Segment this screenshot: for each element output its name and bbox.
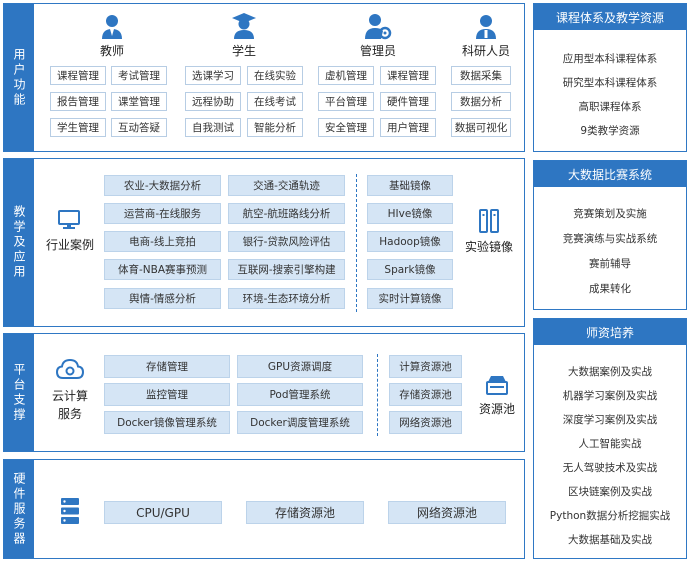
student-item: 在线实验 [247, 66, 303, 85]
teacher-item: 课程管理 [50, 66, 106, 85]
teaching-divider [356, 174, 357, 312]
industry-case: 舆情-情感分析 [104, 288, 221, 309]
admin-item: 平台管理 [318, 92, 374, 111]
industry-case: 互联网-搜索引擎构建 [228, 259, 345, 280]
panel-item: 赛前辅导 [589, 258, 631, 270]
platform-service: 监控管理 [104, 383, 230, 406]
cloud-label-1: 云计算 [51, 389, 88, 403]
resource-pool-label: 资源池 [478, 402, 515, 416]
student-item: 智能分析 [247, 118, 303, 137]
panel-item: 应用型本科课程体系 [562, 53, 658, 65]
mirror-item: 基础镜像 [367, 175, 453, 196]
panel-item: 成果转化 [589, 283, 631, 295]
panel-title: 课程体系及教学资源 [534, 4, 686, 30]
panel-item: 机器学习案例及实战 [562, 390, 658, 402]
resource-pool-item: 存储资源池 [389, 383, 462, 406]
role-title-researcher: 科研人员 [461, 44, 510, 58]
student-item: 自我测试 [185, 118, 241, 137]
industry-case: 环境-生态环境分析 [228, 288, 345, 309]
role-title-admin: 管理员 [359, 44, 396, 58]
panel-title: 大数据比赛系统 [534, 161, 686, 187]
panel-item: 竞赛策划及实施 [573, 208, 647, 220]
admin-item: 虚机管理 [318, 66, 374, 85]
band-label-hardware: 硬件服务器 [4, 460, 34, 558]
teacher-item: 学生管理 [50, 118, 106, 137]
resource-pool-item: 计算资源池 [389, 355, 462, 378]
mirror-item: HIve镜像 [367, 203, 453, 224]
panel-item: 高职课程体系 [578, 101, 642, 113]
panel-course-system: 课程体系及教学资源 应用型本科课程体系 研究型本科课程体系 高职课程体系 9类教… [533, 3, 687, 152]
panel-item: 区块链案例及实战 [568, 486, 652, 498]
platform-service: 存储管理 [104, 355, 230, 378]
industry-case-label: 行业案例 [45, 238, 94, 252]
researcher-item: 数据分析 [451, 92, 511, 111]
panel-item: 深度学习案例及实战 [562, 414, 658, 426]
mirror-item: Spark镜像 [367, 259, 453, 280]
researcher-item: 数据采集 [451, 66, 511, 85]
industry-case: 电商-线上竞拍 [104, 231, 221, 252]
resource-pool-icon [485, 374, 509, 396]
industry-case: 运营商-在线服务 [104, 203, 221, 224]
researcher-icon [474, 14, 498, 40]
panel-item: 大数据基础及实战 [568, 534, 652, 546]
researcher-item: 数据可视化 [451, 118, 511, 137]
admin-item: 课程管理 [380, 66, 436, 85]
admin-item: 用户管理 [380, 118, 436, 137]
industry-case: 航空-航班路线分析 [228, 203, 345, 224]
industry-case: 农业-大数据分析 [104, 175, 221, 196]
panel-item: 研究型本科课程体系 [562, 77, 658, 89]
panel-item: 大数据案例及实战 [568, 366, 652, 378]
cloud-gear-icon [55, 358, 85, 380]
platform-service: GPU资源调度 [237, 355, 363, 378]
server-icon [60, 497, 80, 525]
role-title-student: 学生 [231, 44, 256, 58]
teacher-icon [100, 14, 124, 40]
panel-item: Python数据分析挖掘实战 [549, 510, 671, 522]
industry-case: 体育-NBA赛事预测 [104, 259, 221, 280]
band-label-teaching: 教学及应用 [4, 159, 34, 326]
panel-item: 竞赛演练与实战系统 [562, 233, 658, 245]
industry-case: 银行-贷款风险评估 [228, 231, 345, 252]
cloud-label-2: 服务 [57, 407, 82, 421]
mirror-item: Hadoop镜像 [367, 231, 453, 252]
industry-case: 交通-交通轨迹 [228, 175, 345, 196]
mirror-item: 实时计算镜像 [367, 288, 453, 309]
hardware-item: CPU/GPU [104, 501, 222, 524]
band-label-platform: 平台支撑 [4, 334, 34, 451]
student-icon [231, 12, 257, 40]
platform-divider [377, 354, 378, 436]
mirror-label: 实验镜像 [464, 240, 513, 254]
monitor-icon [58, 210, 80, 230]
admin-item: 安全管理 [318, 118, 374, 137]
platform-service: Docker调度管理系统 [237, 411, 363, 434]
panel-competition: 大数据比赛系统 竞赛策划及实施 竞赛演练与实战系统 赛前辅导 成果转化 [533, 160, 687, 310]
panel-title: 师资培养 [534, 319, 686, 345]
panel-item: 人工智能实战 [578, 438, 642, 450]
student-item: 选课学习 [185, 66, 241, 85]
server-rack-icon [478, 209, 500, 233]
student-item: 在线考试 [247, 92, 303, 111]
panel-item: 9类教学资源 [580, 125, 640, 137]
student-item: 远程协助 [185, 92, 241, 111]
platform-service: Pod管理系统 [237, 383, 363, 406]
admin-icon [364, 13, 392, 40]
admin-item: 硬件管理 [380, 92, 436, 111]
platform-service: Docker镜像管理系统 [104, 411, 230, 434]
hardware-item: 网络资源池 [388, 501, 506, 524]
resource-pool-item: 网络资源池 [389, 411, 462, 434]
teacher-item: 互动答疑 [111, 118, 167, 137]
band-label-user: 用户功能 [4, 4, 34, 151]
role-title-teacher: 教师 [99, 44, 124, 58]
hardware-item: 存储资源池 [246, 501, 364, 524]
teacher-item: 课堂管理 [111, 92, 167, 111]
teacher-item: 考试管理 [111, 66, 167, 85]
panel-item: 无人驾驶技术及实战 [562, 462, 658, 474]
panel-teacher-training: 师资培养 大数据案例及实战 机器学习案例及实战 深度学习案例及实战 人工智能实战… [533, 318, 687, 559]
teacher-item: 报告管理 [50, 92, 106, 111]
